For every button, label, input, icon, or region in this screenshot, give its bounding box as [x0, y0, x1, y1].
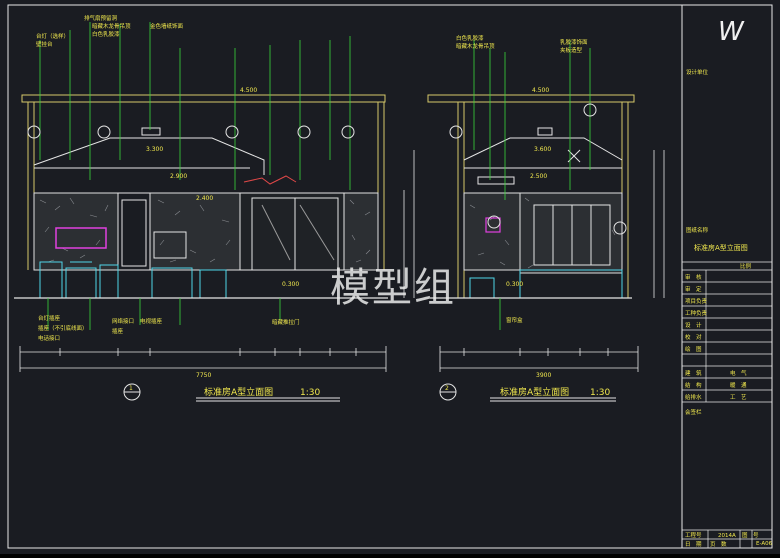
left-scale: 1:30 [300, 388, 320, 398]
left-note-bottom2-1: 电视插座 [140, 317, 163, 325]
right-ac-unit [477, 176, 515, 185]
left-elevation [14, 22, 388, 402]
right-note-top-3: 夹板造型 [560, 46, 583, 54]
tb-spec-0b: 电 气 [730, 369, 747, 377]
title-block-company: 设计单位 [686, 68, 709, 76]
tb-spec-0a: 建 筑 [685, 369, 702, 377]
right-note-bottom-0: 窗帘盒 [506, 316, 523, 324]
title-block-text: W 设计单位 图纸名称 标准房A型立面图 比例 审 核 审 定 项目负责 工种负… [685, 17, 773, 548]
tb-row-0: 审 核 [685, 273, 702, 281]
left-picture-frame [55, 227, 107, 249]
right-drawing-title: 2 标准房A型立面图 1:30 [445, 385, 610, 398]
left-top-beam [21, 94, 386, 103]
left-note-top-2: 白色乳胶漆 [92, 30, 120, 38]
right-note-top-2: 乳胶漆饰面 [560, 38, 588, 46]
left-note-bottom2-0: 网络接口 [112, 317, 134, 325]
tb-spec-2a: 给排水 [685, 393, 702, 401]
left-red-cornice [243, 175, 297, 185]
left-note-top-3: 金色墙纸饰面 [150, 22, 184, 30]
tb-spec-2b: 工 艺 [730, 394, 747, 401]
right-bed [519, 269, 623, 299]
tb-spec-1b: 暖 通 [730, 381, 747, 389]
title-block-project-label: 图纸名称 [686, 226, 709, 234]
left-note-top-4: 台灯（选样） [36, 32, 69, 40]
tb-row-6: 绘 图 [685, 345, 702, 353]
right-top-beam [427, 94, 635, 103]
right-window-panel [519, 192, 623, 274]
left-note-bottom-0: 台灯插座 [38, 314, 61, 322]
right-scale: 1:30 [590, 388, 610, 398]
left-mid-elevation: 2.900 [170, 173, 187, 180]
right-note-top-1: 暗藏木龙骨吊顶 [456, 42, 495, 50]
left-stone-panel-1 [33, 192, 119, 271]
tb-bottom-1-label: 日 期 [685, 541, 702, 548]
tb-spec-1a: 结 构 [685, 381, 702, 389]
tb-row-1: 审 定 [685, 285, 702, 293]
title-block-remark: 比例 [740, 262, 752, 270]
left-note-door: 暗藏推拉门 [272, 318, 300, 326]
right-notes: 白色乳胶漆 暗藏木龙骨吊顶 乳胶漆饰面 夹板造型 窗帘盒 [456, 34, 588, 324]
right-floor-elevation: 0.300 [506, 281, 523, 288]
right-note-top-0: 白色乳胶漆 [456, 34, 484, 42]
right-mid-elevation: 2.500 [530, 173, 547, 180]
left-door-elevation: 2.400 [196, 195, 213, 202]
right-total-dimension: 3900 [536, 372, 551, 379]
left-note-top-1: 暗藏木龙骨吊顶 [92, 22, 131, 30]
right-title-marker: 2 [445, 385, 449, 392]
left-title-marker: 1 [129, 385, 133, 392]
left-ceiling-gable [33, 137, 265, 175]
tb-stamp: 会签栏 [685, 408, 702, 416]
tb-row-5: 校 对 [685, 333, 702, 341]
right-elevation [403, 40, 665, 402]
tb-row-3: 工种负责 [685, 309, 708, 317]
left-note-bottom-1: 插座（不引底线面） [38, 324, 88, 332]
left-note-top-0: 排气扇预留洞 [84, 14, 118, 22]
right-wall-panel [463, 192, 521, 271]
title-block-grid [682, 261, 772, 548]
right-top-elevation: 4.500 [532, 87, 549, 94]
left-notes-bottom: 台灯插座 插座（不引底线面） 电话接口 网络接口 电视插座 插座 暗藏推拉门 [38, 314, 300, 342]
right-title: 标准房A型立面图 [500, 386, 569, 398]
left-notes-top: 排气扇预留洞 暗藏木龙骨吊顶 白色乳胶漆 金色墙纸饰面 台灯（选样） 壁挂台 [36, 14, 184, 48]
tb-bottom-0-value2: E-A06 [756, 541, 773, 547]
left-note-top-5: 壁挂台 [36, 40, 53, 48]
tb-row-2: 项目负责 [685, 297, 708, 305]
tb-row-4: 设 计 [685, 321, 702, 329]
right-ceiling-elevation: 3.600 [534, 146, 551, 153]
right-ceiling-gable [463, 137, 623, 161]
title-block-logo: W [718, 17, 745, 47]
tb-bottom-0-label: 工程号 [685, 531, 702, 539]
tb-bottom-0-label2: 图 号 [742, 531, 759, 539]
tb-bottom-1-label2: 页 数 [710, 540, 727, 548]
left-note-bottom-2: 电话接口 [38, 334, 60, 342]
left-ceiling-elevation: 3.300 [146, 146, 163, 153]
left-floor-elevation: 0.300 [282, 281, 299, 288]
dimension-labels: 4.500 4.500 3.300 2.900 3.600 2.500 2.40… [146, 87, 551, 379]
left-title: 标准房A型立面图 [204, 386, 273, 398]
left-wardrobe [117, 192, 151, 271]
tb-bottom-0-value: 2014A [718, 533, 736, 539]
left-drawing-title: 1 标准房A型立面图 1:30 [129, 385, 320, 398]
title-block-drawing-name: 标准房A型立面图 [694, 243, 748, 252]
watermark: 模型组 [330, 265, 456, 311]
left-top-elevation: 4.500 [240, 87, 257, 94]
left-total-dimension: 7750 [196, 372, 211, 379]
left-note-bottom2-2: 插座 [112, 327, 124, 335]
sheet-border [7, 4, 773, 549]
